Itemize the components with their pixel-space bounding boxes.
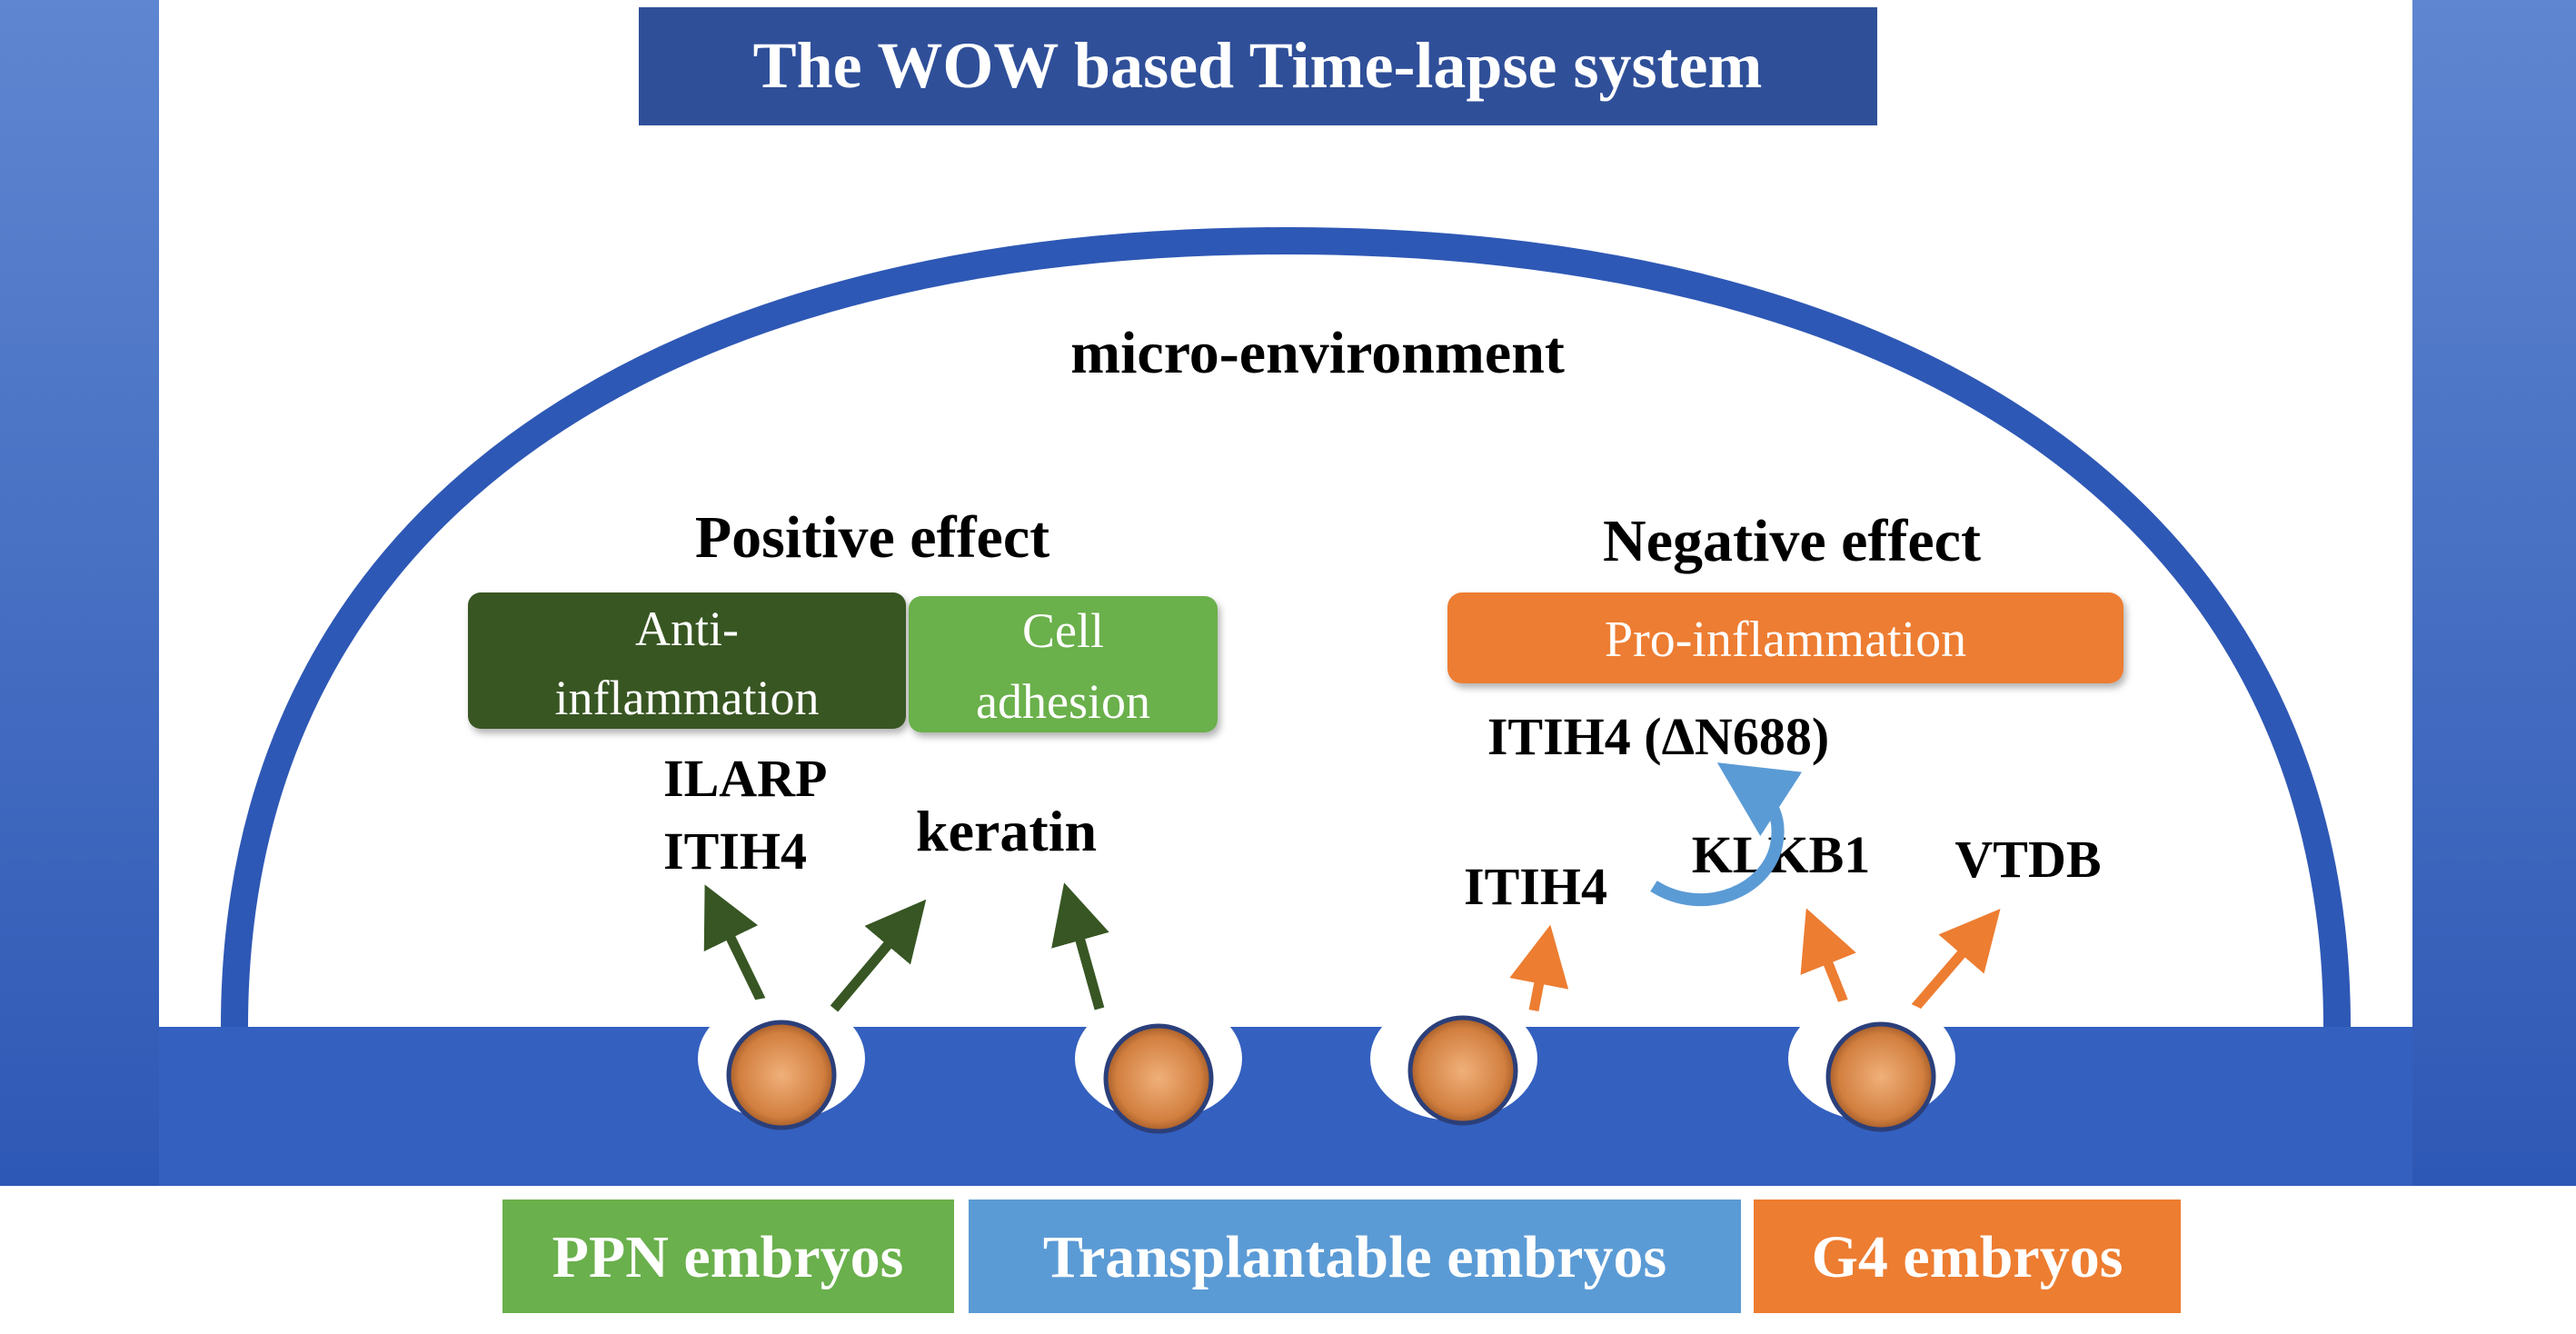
title-text: The WOW based Time-lapse system	[753, 29, 1763, 102]
title-box: The WOW based Time-lapse system	[639, 7, 1877, 125]
legend-g4-label: G4 embryos	[1812, 1224, 2123, 1290]
factor-itih4-negative: ITIH4	[1464, 857, 1607, 916]
positive-effect-heading: Positive effect	[695, 504, 1049, 571]
embryo-well-4	[1788, 997, 1955, 1132]
anti-inflammation-line1: Anti-	[635, 602, 739, 656]
arrow-ppn-to-keratin	[830, 899, 927, 1012]
legend-transplantable-embryos: Transplantable embryos	[969, 1200, 1741, 1313]
legend-ppn-label: PPN embryos	[552, 1224, 904, 1290]
arrow-ppn-to-ilarp	[703, 884, 770, 1011]
arrow-g4-to-vtdb	[1908, 909, 2001, 1014]
arrow-klkb1-cleavage	[1650, 762, 1803, 907]
well-floor	[159, 1027, 2412, 1186]
factor-itih4-positive: ITIH4	[663, 821, 807, 881]
arrow-transplantable-to-itih4	[1509, 924, 1569, 1012]
micro-environment-label: micro-environment	[1070, 320, 1565, 386]
embryo-well-2	[1075, 997, 1242, 1134]
legend-ppn-embryos: PPN embryos	[502, 1200, 954, 1313]
factor-itih4-cleaved: ITIH4 (ΔN688)	[1487, 707, 1829, 766]
arrow-transplantable-to-keratin	[1051, 882, 1109, 1010]
embryo-well-3	[1370, 997, 1537, 1126]
pro-inflammation-label: Pro-inflammation	[1605, 612, 1966, 668]
well-frame	[0, 0, 2576, 1186]
cell-adhesion-line1: Cell	[1022, 603, 1104, 658]
cell-adhesion-box	[909, 596, 1218, 732]
legend-transplantable-label: Transplantable embryos	[1043, 1224, 1666, 1290]
pro-inflammation-box	[1447, 592, 2123, 683]
factor-ilarp: ILARP	[663, 749, 827, 808]
cell-adhesion-line2: adhesion	[976, 674, 1150, 729]
legend-g4-embryos: G4 embryos	[1754, 1200, 2181, 1313]
factor-keratin: keratin	[916, 799, 1097, 863]
embryo-well-1	[698, 997, 865, 1130]
negative-effect-heading: Negative effect	[1603, 508, 1981, 574]
anti-inflammation-box	[468, 592, 906, 729]
factor-vtdb: VTDB	[1954, 830, 2101, 889]
anti-inflammation-line2: inflammation	[555, 671, 820, 725]
micro-environment-dome	[221, 226, 2351, 1028]
